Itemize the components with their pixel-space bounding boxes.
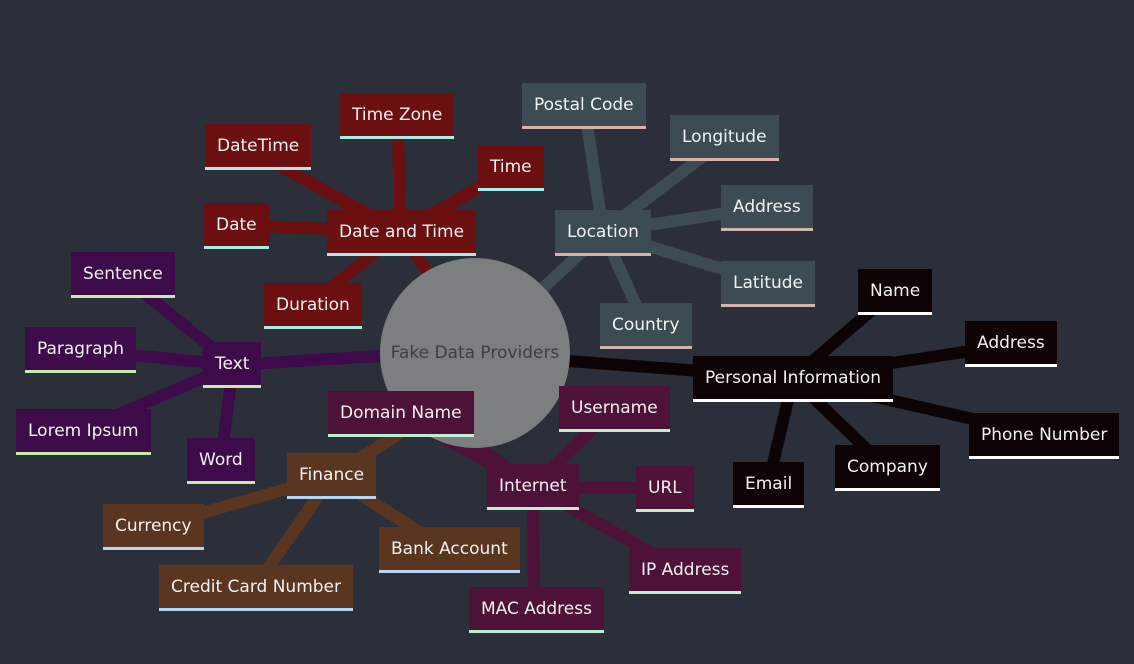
node-latitude[interactable]: Latitude [721,261,815,307]
node-email[interactable]: Email [733,462,805,508]
node-address-personal[interactable]: Address [965,321,1057,367]
node-personal-information[interactable]: Personal Information [693,356,894,402]
node-longitude[interactable]: Longitude [670,115,779,161]
node-company[interactable]: Company [835,445,940,491]
node-location[interactable]: Location [555,210,651,256]
node-phone-number[interactable]: Phone Number [969,413,1120,459]
node-date-and-time[interactable]: Date and Time [327,210,477,256]
node-sentence[interactable]: Sentence [71,252,175,298]
node-duration[interactable]: Duration [264,283,362,329]
node-currency[interactable]: Currency [103,504,204,550]
center-label: Fake Data Providers [390,343,560,363]
node-time[interactable]: Time [478,145,544,191]
node-datetime[interactable]: DateTime [205,124,312,170]
node-postal-code[interactable]: Postal Code [522,83,646,129]
node-paragraph[interactable]: Paragraph [25,327,137,373]
node-domain-name[interactable]: Domain Name [328,391,474,437]
node-username[interactable]: Username [559,386,670,432]
node-url[interactable]: URL [636,466,694,512]
node-internet[interactable]: Internet [487,464,579,510]
node-word[interactable]: Word [187,438,255,484]
node-date[interactable]: Date [204,203,269,249]
node-lorem-ipsum[interactable]: Lorem Ipsum [16,409,151,455]
node-address-location[interactable]: Address [721,185,813,231]
node-bank-account[interactable]: Bank Account [379,527,520,573]
node-credit-card-number[interactable]: Credit Card Number [159,565,353,611]
node-mac-address[interactable]: MAC Address [469,587,604,633]
node-name[interactable]: Name [858,269,933,315]
node-text[interactable]: Text [203,342,262,388]
node-ip-address[interactable]: IP Address [629,548,742,594]
node-finance[interactable]: Finance [287,453,377,499]
node-country[interactable]: Country [600,303,692,349]
node-time-zone[interactable]: Time Zone [340,93,455,139]
